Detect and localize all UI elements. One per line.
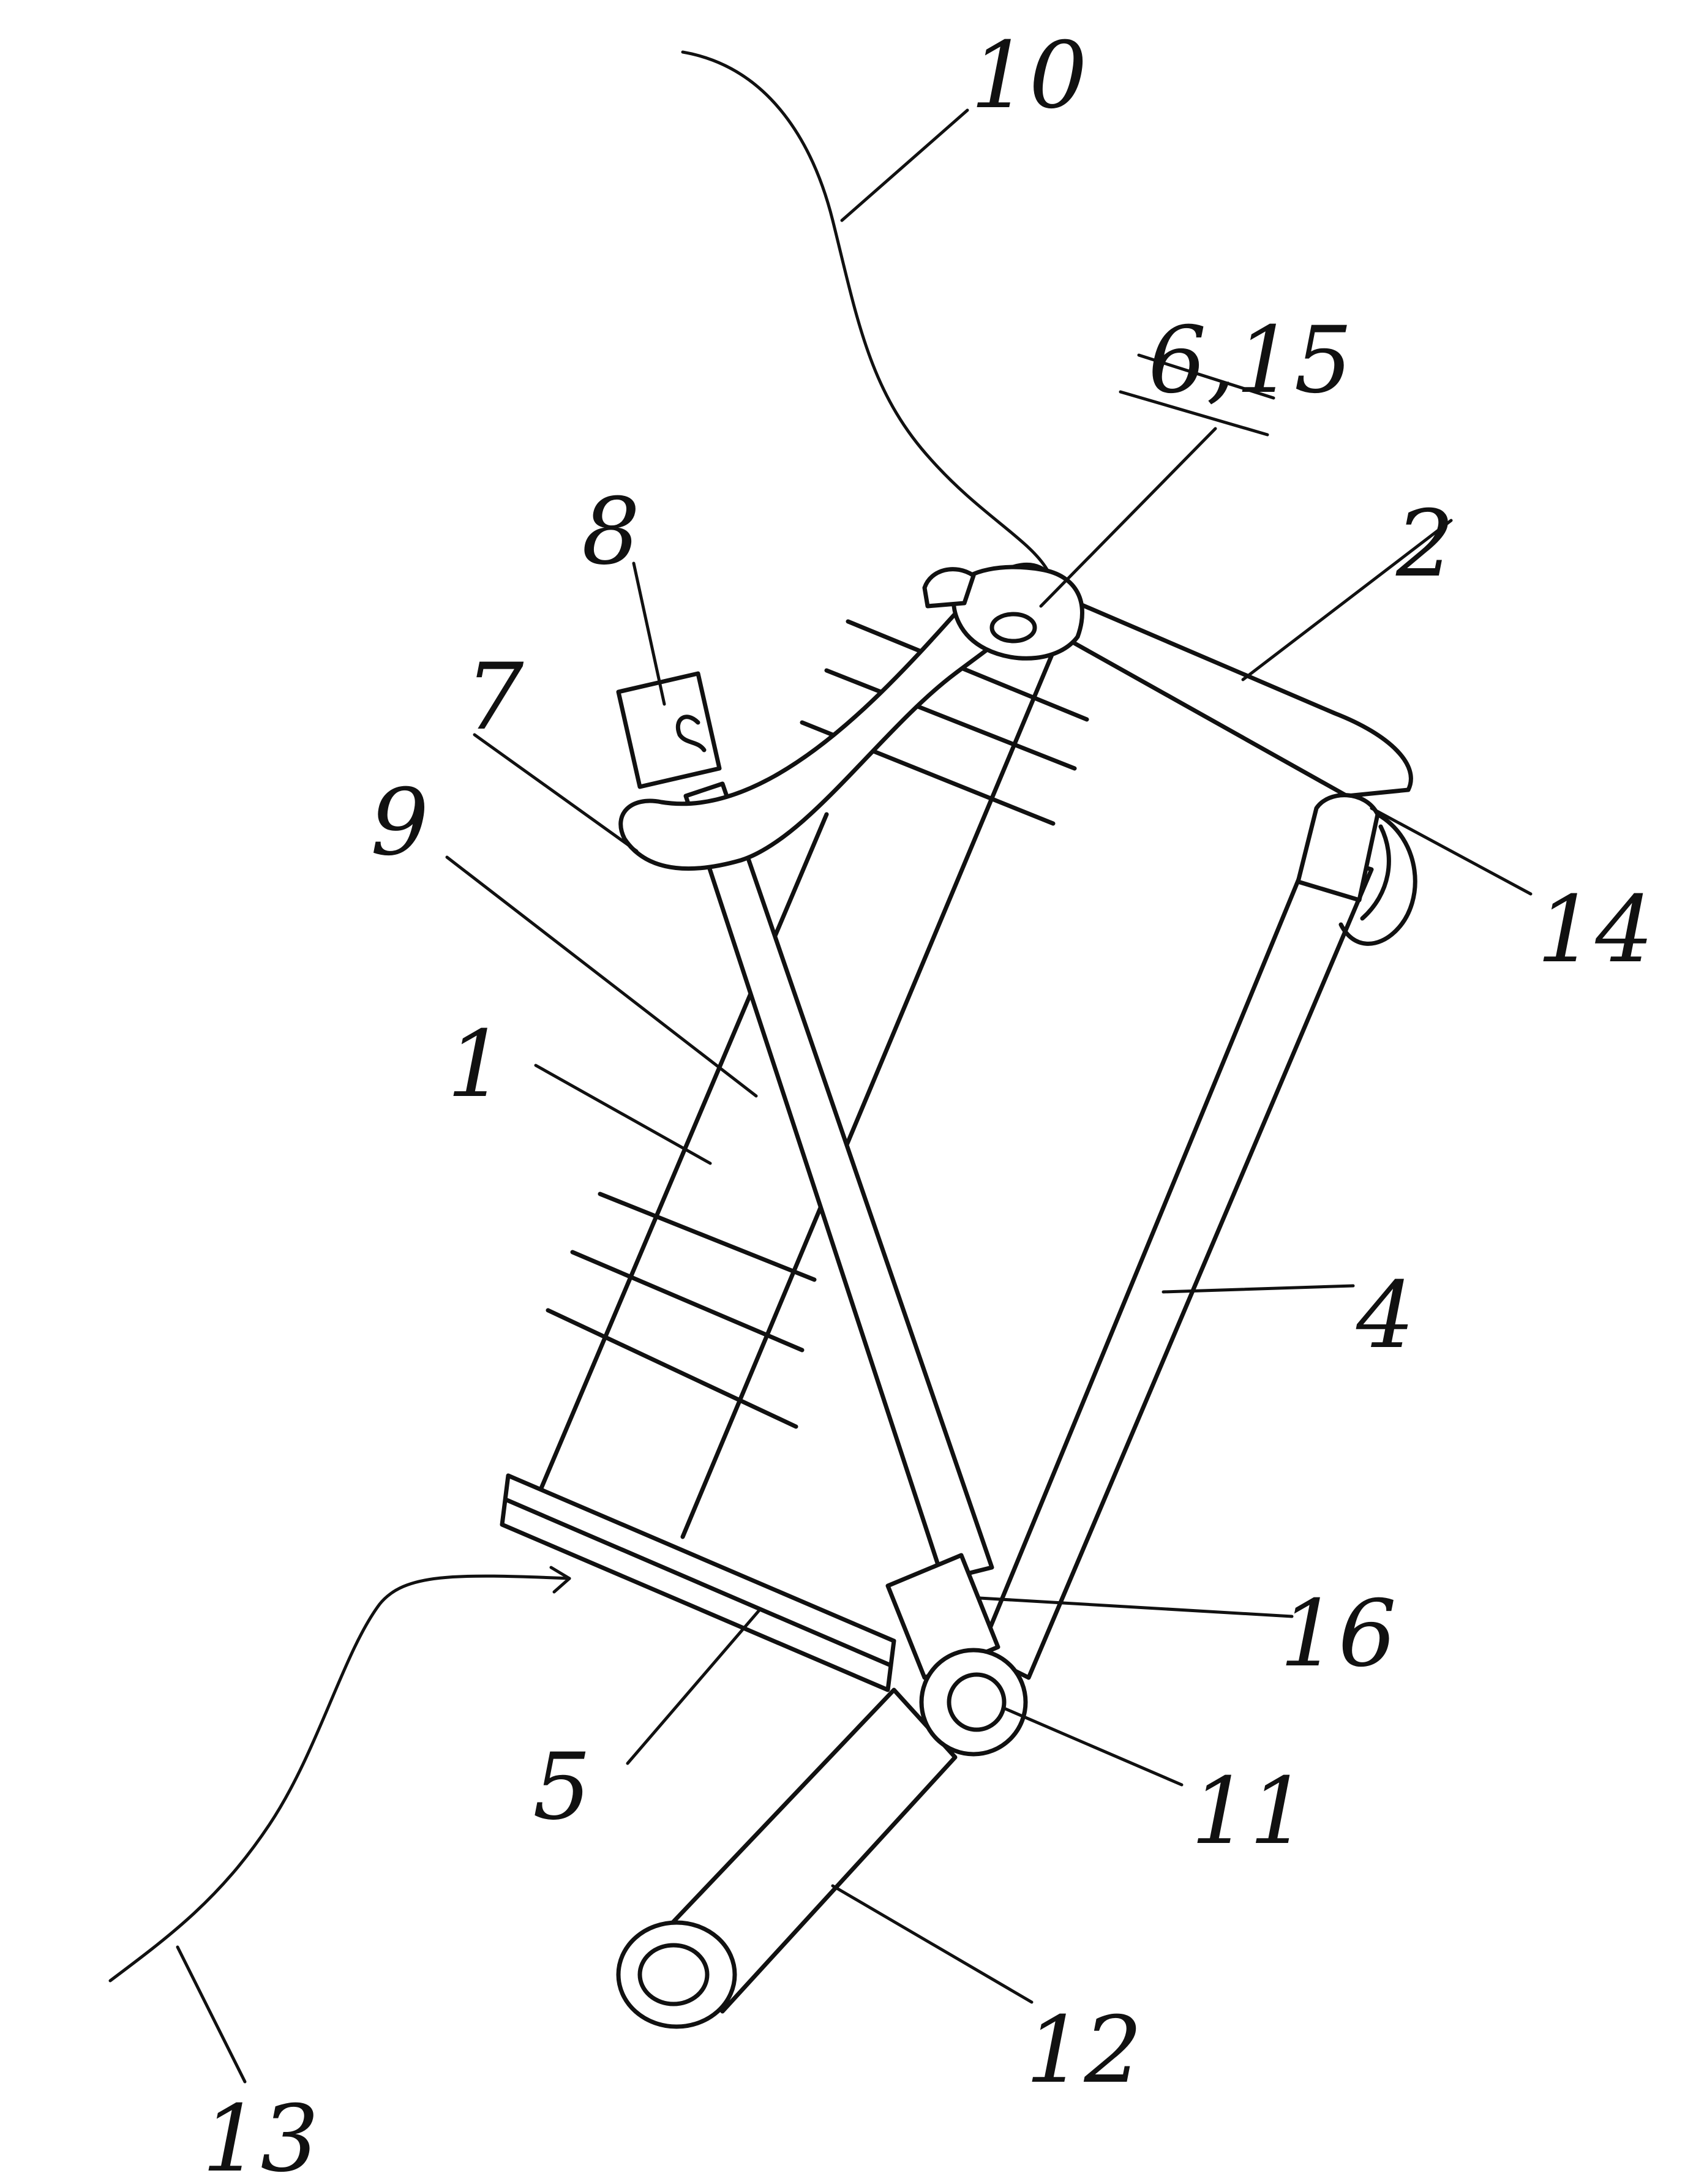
arm-12-eye-outer xyxy=(616,1920,737,2029)
label-1: 1 xyxy=(447,1011,505,1118)
label-13: 13 xyxy=(202,2086,319,2184)
cable-13-tip xyxy=(549,1566,571,1594)
label-6-15-underline xyxy=(1119,390,1269,437)
frame-bar-1-inner xyxy=(536,812,829,1496)
label-6-15: 6,15 xyxy=(1148,307,1353,414)
bar-4 xyxy=(977,849,1374,1680)
block-8 xyxy=(616,671,722,789)
label-10: 10 xyxy=(970,23,1087,129)
hook-14 xyxy=(1338,812,1417,946)
bar-2 xyxy=(1066,601,1413,798)
cable-10 xyxy=(681,50,1049,571)
label-16: 16 xyxy=(1280,1581,1397,1687)
bar-5-line xyxy=(505,1498,893,1668)
bar-9 xyxy=(683,781,994,1582)
pivot-knob xyxy=(922,567,976,609)
arm-12-eye-inner xyxy=(637,1943,710,2006)
pivot-11-inner xyxy=(947,1672,1007,1732)
leader-lines xyxy=(176,108,1533,2084)
bar-4-cap xyxy=(1296,793,1380,902)
label-4: 4 xyxy=(1356,1263,1414,1369)
label-5: 5 xyxy=(533,1734,591,1841)
label-7: 7 xyxy=(465,644,524,751)
label-12: 12 xyxy=(1026,1997,1143,2104)
label-14: 14 xyxy=(1537,877,1654,983)
frame-bar-1 xyxy=(680,613,1071,1539)
block-16 xyxy=(885,1553,1000,1680)
label-8: 8 xyxy=(582,479,640,585)
pivot-6-15-hole xyxy=(989,612,1037,644)
label-11: 11 xyxy=(1191,1758,1308,1865)
cable-13 xyxy=(108,1574,571,1983)
pivot-11-outer xyxy=(919,1648,1028,1757)
hook-14-inner xyxy=(1360,824,1391,921)
lever-7 xyxy=(618,563,1056,871)
hatching-lower xyxy=(546,1191,817,1429)
block-8-slot xyxy=(675,715,707,752)
label-2: 2 xyxy=(1395,491,1454,598)
label-9: 9 xyxy=(370,770,429,876)
